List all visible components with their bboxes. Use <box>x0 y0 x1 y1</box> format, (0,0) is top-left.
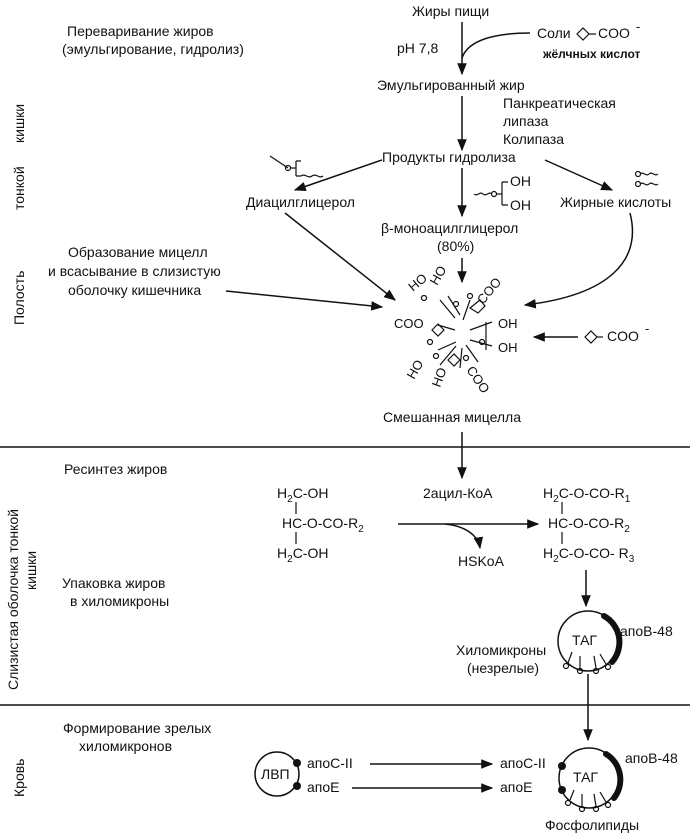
mono-oh-bottom: OH <box>510 197 531 213</box>
hdl-label: ЛВП <box>261 766 290 782</box>
heading-packaging-2: в хиломикроны <box>70 593 169 609</box>
svg-text:тонкой: тонкой <box>11 166 27 210</box>
bile-coo-charge-2: - <box>645 321 649 336</box>
micelle-coo-2: COO <box>394 316 424 331</box>
svg-text:кишки: кишки <box>11 104 27 143</box>
arrow-absorption-to-micelle <box>225 290 384 311</box>
enzyme-pancreatic: Панкреатическая <box>503 95 616 111</box>
mg-left-bot: H2C-OH <box>277 545 328 565</box>
micelle-ho-4: HO <box>429 366 450 389</box>
bile-coo-charge: - <box>636 19 640 34</box>
section-label-mucosa: Слизистая оболочка тонкой <box>5 509 21 690</box>
mixed-micelle-icon: HO HO COO COO OH OH HO HO COO <box>394 263 518 396</box>
heading-micelle-3: оболочку кишечника <box>68 282 201 298</box>
svg-text:кишки: кишки <box>23 551 39 590</box>
enzyme-colipase: Колипаза <box>503 131 564 147</box>
mature-tag-label: ТАГ <box>573 769 598 785</box>
node-monoacylglycerol: β-моноацилглицерол <box>381 220 518 236</box>
hskoa-label: HSKoA <box>458 553 505 569</box>
acyl-coa-label: 2ацил-КоА <box>423 485 493 501</box>
hdl-icon <box>254 751 301 797</box>
tag-right-top: H2C-O-CO-R1 <box>543 485 631 505</box>
mg-left-top: H2C-OH <box>277 485 328 505</box>
section-label-lumen-2: тонкой <box>11 166 27 210</box>
bile-salt-ring-icon <box>576 27 590 41</box>
enzyme-lipase: липаза <box>503 113 549 129</box>
micelle-ho-2: HO <box>427 263 450 287</box>
hdl-apoe: апоE <box>307 779 340 795</box>
arrow-fatty-acids-to-micelle <box>523 212 634 309</box>
svg-text:Слизистая оболочка тонкой: Слизистая оболочка тонкой <box>5 509 21 690</box>
chylo-label-1: Хиломикроны <box>456 642 546 658</box>
node-hydrolysis-products: Продукты гидролиза <box>382 149 516 165</box>
node-emulsified-fat: Эмульгированный жир <box>377 77 525 93</box>
node-bile-salts: Соли <box>537 25 571 41</box>
arrow-to-fatty-acids <box>544 159 614 191</box>
section-label-blood: Кровь <box>11 759 27 797</box>
arrow-to-diacylglycerol <box>293 159 383 192</box>
svg-text:Кровь: Кровь <box>11 759 27 797</box>
heading-micelle-2: и всасывание в слизистую <box>48 263 221 279</box>
tag-right-mid: HC-O-CO-R2 <box>548 515 630 535</box>
arrow-hskoa <box>444 523 484 550</box>
node-monoacylglycerol-pct: (80%) <box>437 238 474 254</box>
mature-apob48-label: апоB-48 <box>625 750 678 766</box>
node-diacylglycerol: Диацилглицерол <box>246 194 355 210</box>
chylo-label-2: (незрелые) <box>467 660 539 676</box>
fatty-acid-icon <box>634 170 659 188</box>
heading-digestion-1: Переваривание жиров <box>67 23 214 39</box>
heading-packaging-1: Упаковка жиров <box>62 575 165 591</box>
heading-digestion-2: (эмульгирование, гидролиз) <box>62 41 244 57</box>
bile-salt-ring-icon-2 <box>584 330 598 344</box>
node-dietary-fat: Жиры пищи <box>412 3 489 19</box>
micelle-ho-1: HO <box>405 270 430 294</box>
chylo-apob48-label: апоB-48 <box>620 623 673 639</box>
svg-text:Полость: Полость <box>11 271 27 325</box>
section-label-lumen: Полость <box>11 271 27 325</box>
phospholipids-label: Фосфолипиды <box>545 817 639 833</box>
node-fatty-acids: Жирные кислоты <box>560 194 671 210</box>
chylomicron-mature-icon <box>558 747 624 813</box>
node-mixed-micelle: Смешанная мицелла <box>383 409 521 425</box>
mono-oh-top: OH <box>510 173 531 189</box>
chylo-tag-label: ТАГ <box>572 632 597 648</box>
bile-coo-label-2: COO <box>607 328 639 344</box>
micelle-ho-3: HO <box>404 357 427 381</box>
diacylglycerol-icon <box>269 155 324 178</box>
mg-left-mid: HC-O-CO-R2 <box>282 515 364 535</box>
micelle-oh-2: OH <box>498 340 518 355</box>
tag-right-bot: H2C-O-CO- R3 <box>543 545 635 565</box>
bile-acids-label: жёлчных кислот <box>542 47 641 61</box>
heading-micelle-1: Образование мицелл <box>68 244 208 260</box>
arrow-bile-merge <box>461 32 531 59</box>
section-label-lumen-3: кишки <box>11 104 27 143</box>
section-label-mucosa-2: кишки <box>23 551 39 590</box>
micelle-coo-1: COO <box>474 275 505 307</box>
micelle-coo-3: COO <box>464 363 493 396</box>
micelle-oh-1: OH <box>498 316 518 331</box>
bile-coo-label: COO <box>598 25 630 41</box>
monoacylglycerol-icon <box>473 181 508 206</box>
arrow-diacyl-to-micelle <box>284 212 396 301</box>
ph-label: pH 7,8 <box>397 40 438 56</box>
heading-mature-2: хиломикронов <box>79 738 172 754</box>
heading-mature-1: Формирование зрелых <box>63 720 211 736</box>
mature-apoc2: апоC-II <box>500 755 546 771</box>
heading-resynthesis: Ресинтез жиров <box>64 461 167 477</box>
hdl-apoc2: апоC-II <box>307 755 353 771</box>
chylomicron-immature-icon <box>557 610 623 675</box>
mature-apoe: апоE <box>500 779 533 795</box>
